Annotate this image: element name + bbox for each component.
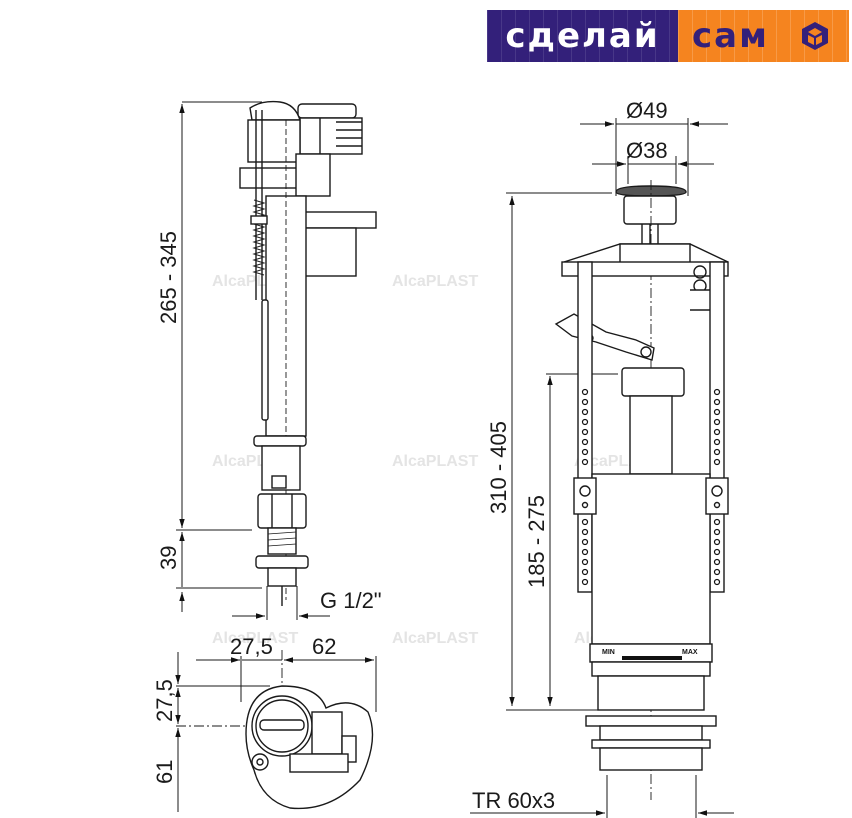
top-view-offset-left-label: 27,5 [230,634,273,659]
brand-logo: сделай сам [487,10,849,62]
logo-word-left: сделай [505,16,660,56]
logo-left-panel: сделай [487,10,678,62]
fill-valve-thread-label: G 1/2" [320,588,382,613]
logo-right-panel: сам [678,10,849,62]
cube-logo-icon [802,22,828,50]
logo-word-right: сам [692,16,769,56]
flush-overflow-label: 185 - 275 [524,495,549,588]
flush-valve-drawing [470,118,734,818]
scale-max-label: MAX [682,649,698,656]
fill-valve-height-label: 265 - 345 [156,231,181,324]
svg-text:AlcaPLAST: AlcaPLAST [392,630,478,647]
top-view-drawing [175,650,377,812]
scale-min-label: MIN [602,649,615,656]
top-view-offset-vertical-label: 27,5 [152,679,177,722]
svg-text:AlcaPLAST: AlcaPLAST [392,273,478,290]
svg-text:AlcaPLAST: AlcaPLAST [392,453,478,470]
fill-valve-drawing [176,100,377,620]
flush-thread-label: TR 60x3 [472,788,555,813]
flush-button-outer-label: Ø49 [626,98,668,123]
svg-text:AlcaPLAST: AlcaPLAST [212,630,298,647]
top-view-depth-label: 61 [152,760,177,784]
fill-valve-connection-label: 39 [156,546,181,570]
flush-button-inner-label: Ø38 [626,138,668,163]
top-view-width-label: 62 [312,634,336,659]
flush-valve-height-label: 310 - 405 [486,421,511,514]
rail-holes [581,388,721,586]
level-scale-bar [622,656,682,660]
